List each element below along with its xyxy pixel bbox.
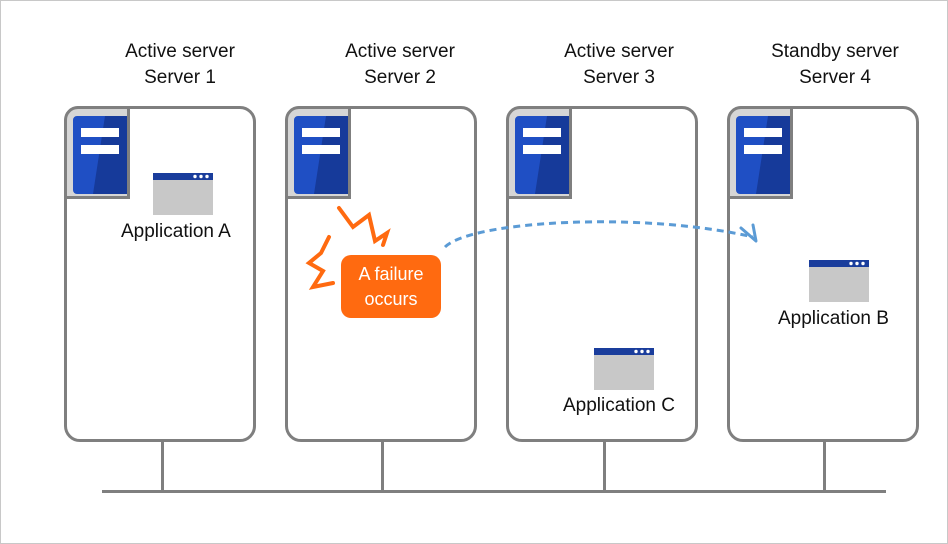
- application-b-window-icon: [809, 260, 869, 302]
- server-1-icon-graphic: [73, 116, 127, 194]
- server-4-network-link: [823, 442, 826, 492]
- server-4-title: Standby server Server 4: [725, 39, 945, 91]
- server-3-network-link: [603, 442, 606, 492]
- server-3-icon-graphic: [515, 116, 569, 194]
- server-1-title: Active server Server 1: [70, 39, 290, 91]
- failure-callout-line-1: A failure: [358, 263, 424, 284]
- failure-callout: A failure occurs: [341, 255, 441, 318]
- network-bus: [102, 490, 886, 493]
- server-4-icon-graphic: [736, 116, 790, 194]
- server-1-name: Server 1: [144, 67, 216, 88]
- failure-callout-line-2: occurs: [364, 288, 418, 309]
- server-4-icon: [727, 106, 793, 199]
- server-2-role: Active server: [345, 41, 455, 62]
- failure-burst-icon: [337, 206, 391, 247]
- server-3-name: Server 3: [583, 67, 655, 88]
- application-a-label: Application A: [121, 221, 231, 242]
- server-3-role: Active server: [564, 41, 674, 62]
- server-2-title: Active server Server 2: [290, 39, 510, 91]
- failover-arrow: [443, 220, 754, 249]
- server-2-icon-graphic: [294, 116, 348, 194]
- application-c-window-icon: [594, 348, 654, 390]
- server-1-network-link: [161, 442, 164, 492]
- server-4-name: Server 4: [799, 67, 871, 88]
- server-1-icon: [64, 106, 130, 199]
- server-3-title: Active server Server 3: [509, 39, 729, 91]
- application-c-label: Application C: [563, 395, 675, 416]
- failover-arrowhead-icon: [739, 223, 758, 243]
- failure-burst-lower-icon: [305, 235, 335, 290]
- application-a-window-icon: [153, 173, 213, 215]
- application-b-label: Application B: [778, 308, 889, 329]
- server-4-role: Standby server: [771, 41, 899, 62]
- server-2-icon: [285, 106, 351, 199]
- server-2-name: Server 2: [364, 67, 436, 88]
- server-1-role: Active server: [125, 41, 235, 62]
- server-2-network-link: [381, 442, 384, 492]
- server-3-icon: [506, 106, 572, 199]
